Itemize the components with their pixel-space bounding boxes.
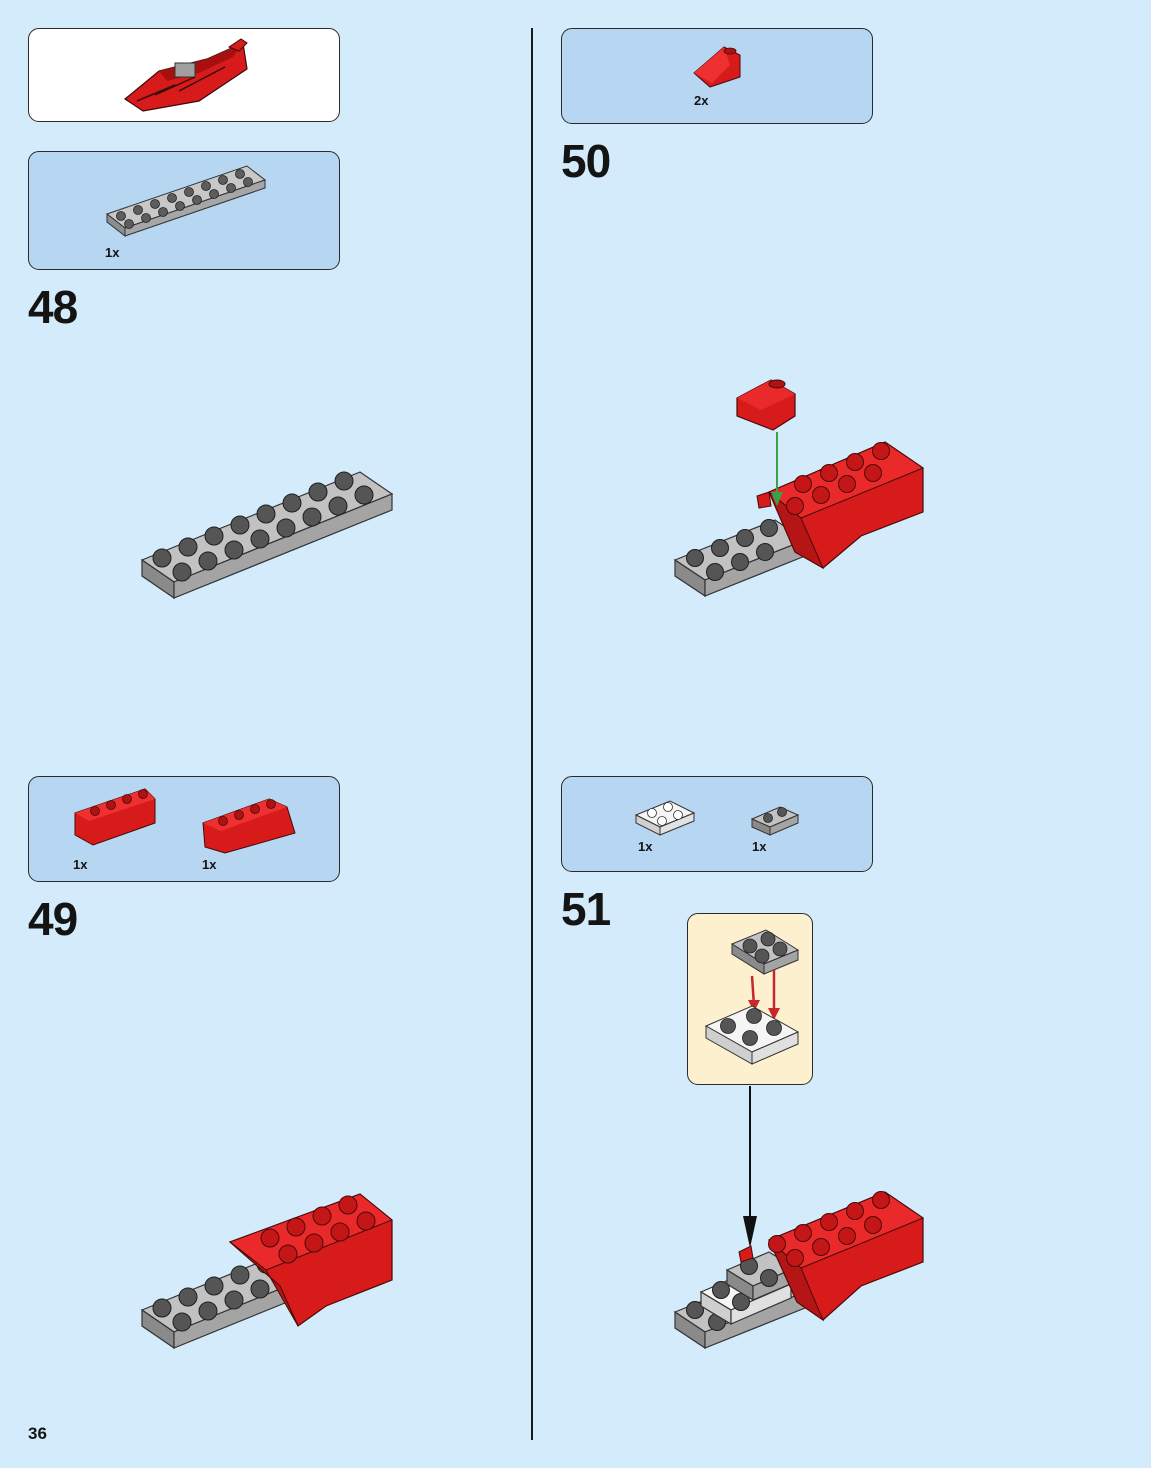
- part-red-slope-icon: [693, 46, 741, 88]
- step-51-parts-box: 1x 1x: [561, 776, 873, 872]
- step-number-48: 48: [28, 281, 78, 333]
- subassembly-image: [704, 929, 800, 1065]
- part-red-wedge-right-icon: [202, 798, 296, 854]
- step-50-illustration: [673, 379, 925, 598]
- step-49-parts-box: 1x 1x: [28, 776, 340, 882]
- part-gray-plate-icon: [105, 165, 267, 238]
- part-white-plate-icon: [634, 800, 696, 836]
- part-qty: 1x: [202, 857, 217, 872]
- submodel-preview-box: [28, 28, 340, 122]
- part-qty: 1x: [638, 839, 653, 854]
- part-qty: 2x: [694, 93, 709, 108]
- page-number: 36: [28, 1424, 47, 1443]
- part-red-wedge-left-icon: [74, 788, 156, 846]
- part-qty: 1x: [105, 245, 120, 260]
- step-49-illustration: [140, 1193, 393, 1350]
- step-51-illustration: [673, 1086, 925, 1350]
- step-48-parts-box: 1x: [28, 151, 340, 270]
- step-number-50: 50: [561, 135, 611, 187]
- part-gray-small-plate-icon: [750, 806, 800, 836]
- part-qty: 1x: [73, 857, 88, 872]
- step-number-51: 51: [561, 883, 611, 935]
- subassembly-callout: [687, 913, 813, 1085]
- submodel-preview-image: [123, 38, 248, 112]
- part-qty: 1x: [752, 839, 767, 854]
- step-number-49: 49: [28, 893, 78, 945]
- page-divider: [531, 28, 533, 1440]
- step-48-illustration: [140, 471, 394, 600]
- step-50-parts-box: 2x: [561, 28, 873, 124]
